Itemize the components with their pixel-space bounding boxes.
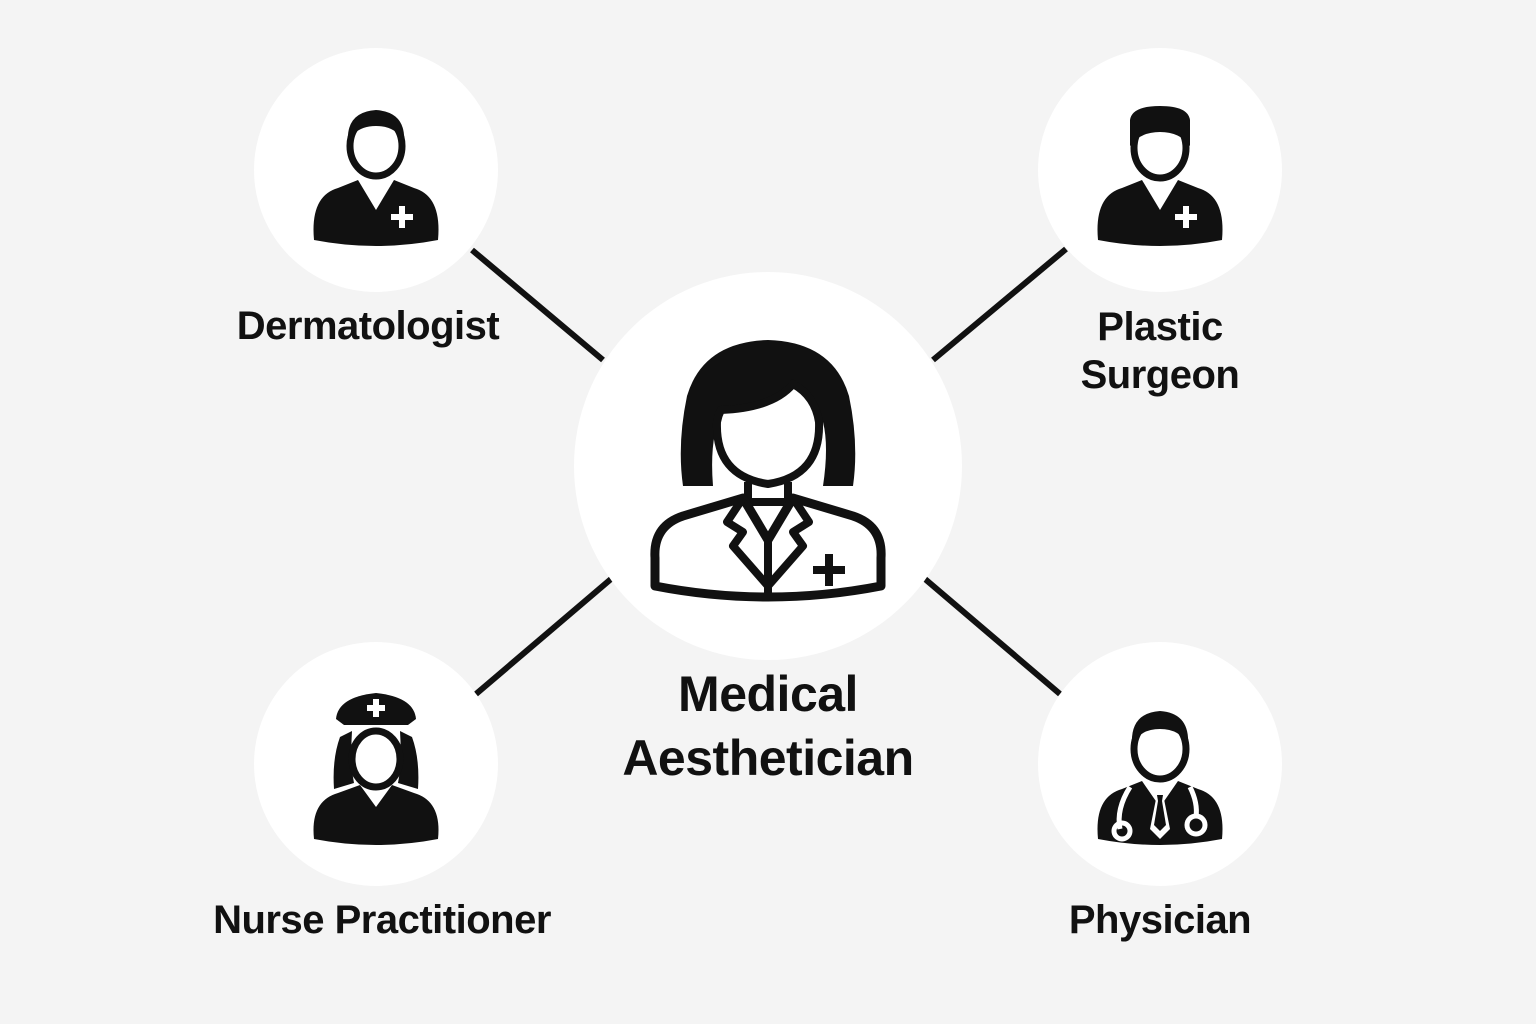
female-aesthetician-icon (643, 326, 893, 606)
connector-plastic-surgeon (931, 246, 1068, 363)
nurse-practitioner-node (254, 642, 498, 886)
connector-physician (923, 576, 1062, 697)
dermatologist-label-line: Dermatologist (236, 304, 500, 348)
physician-node (1038, 642, 1282, 886)
surgeon-icon (1080, 90, 1240, 250)
physician-stethoscope-icon (1080, 679, 1240, 849)
nurse-practitioner-label-line: Nurse Practitioner (213, 898, 551, 942)
plastic-surgeon-node (1038, 48, 1282, 292)
nurse-practitioner-label: Nurse Practitioner (176, 896, 588, 944)
center-label-line-1: Medical (678, 666, 858, 722)
dermatologist-node (254, 48, 498, 292)
center-label-line-2: Aesthetician (622, 730, 914, 786)
plastic-surgeon-label-line-2: Surgeon (1080, 353, 1240, 397)
physician-label-line: Physician (1068, 898, 1252, 942)
nurse-icon (296, 679, 456, 849)
medical-aesthetician-node (574, 272, 962, 660)
connector-dermatologist (470, 247, 605, 363)
plastic-surgeon-label-line-1: Plastic (1097, 305, 1223, 349)
connector-nurse-practitioner (474, 576, 613, 697)
plastic-surgeon-label: Plastic Surgeon (1010, 303, 1310, 399)
dermatologist-icon (296, 90, 456, 250)
medical-aesthetician-label: Medical Aesthetician (568, 662, 968, 790)
dermatologist-label: Dermatologist (176, 302, 560, 350)
physician-label: Physician (1010, 896, 1310, 944)
